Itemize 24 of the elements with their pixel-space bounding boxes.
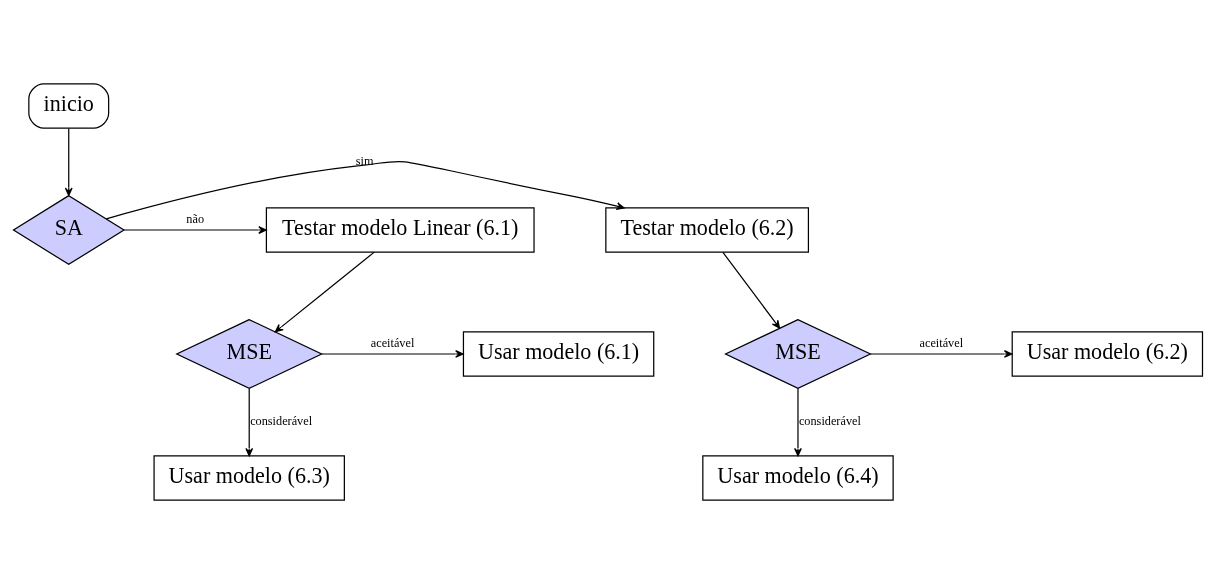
edge-label: aceitável <box>370 335 415 350</box>
node-box: Testar modelo (6.2) <box>605 206 810 253</box>
arrow <box>123 225 267 234</box>
arrow <box>274 251 375 332</box>
edge-label: considerável <box>798 413 861 428</box>
edge-label: considerável <box>250 413 313 428</box>
node-box: Usar modelo (6.3) <box>153 454 345 501</box>
node-diamond: MSE <box>175 318 324 389</box>
node-box: Testar modelo Linear (6.1) <box>265 206 535 253</box>
edge-label: sim <box>355 153 374 168</box>
arrow <box>722 251 781 329</box>
node-box: Usar modelo (6.4) <box>702 454 894 501</box>
node-box: Usar modelo (6.2) <box>1011 330 1204 377</box>
arrow <box>64 127 73 196</box>
edge-label: aceitável <box>919 335 964 350</box>
node-box: inicio <box>28 82 110 129</box>
arrow <box>321 349 464 358</box>
node-box: Usar modelo (6.1) <box>462 330 655 377</box>
arrow <box>869 349 1013 358</box>
arrow <box>245 387 254 456</box>
edge-label: não <box>186 211 205 226</box>
arrow <box>794 387 802 456</box>
arrow <box>105 160 625 219</box>
node-diamond: SA <box>12 194 126 265</box>
